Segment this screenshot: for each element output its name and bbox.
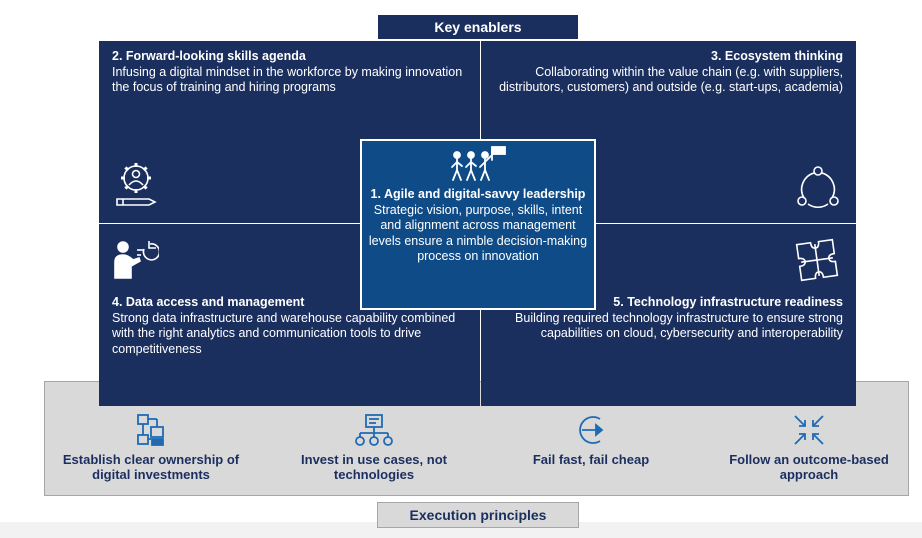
puzzle-icon <box>795 238 839 282</box>
ownership-flow-icon <box>137 414 164 446</box>
hierarchy-icon <box>355 414 393 446</box>
quadrant-description: Infusing a digital mindset in the workfo… <box>112 64 463 95</box>
quadrant-title: 3. Ecosystem thinking <box>711 49 843 63</box>
principle-use-cases: Invest in use cases, not technologies <box>274 413 474 482</box>
presenter-chart-icon <box>114 241 159 279</box>
principle-label: Follow an outcome-based approach <box>729 452 889 482</box>
principle-ownership: Establish clear ownership of digital inv… <box>51 413 251 482</box>
people-marching-icon <box>451 146 506 181</box>
center-title: 1. Agile and digital-savvy leadership <box>370 187 586 201</box>
footer-strip <box>0 522 922 538</box>
quadrant-description: Collaborating within the value chain (e.… <box>499 64 843 95</box>
quadrant-title: 4. Data access and management <box>112 295 305 309</box>
principle-label: Establish clear ownership of digital inv… <box>62 452 240 482</box>
quadrant-title: 5. Technology infrastructure readiness <box>613 295 843 309</box>
circle-arrow-icon <box>579 416 604 444</box>
center-description: Strategic vision, purpose, skills, inten… <box>368 202 588 264</box>
quadrant-title: 2. Forward-looking skills agenda <box>112 49 306 63</box>
execution-principles-label: Execution principles <box>377 502 579 528</box>
center-agile-leadership: 1. Agile and digital-savvy leadership St… <box>360 139 596 310</box>
key-enablers-label: Key enablers <box>377 14 579 40</box>
network-cycle-icon <box>797 166 839 208</box>
principle-fail-fast: Fail fast, fail cheap <box>491 413 691 467</box>
quadrant-description: Building required technology infrastruct… <box>515 310 843 341</box>
principle-label: Invest in use cases, not technologies <box>301 452 447 482</box>
principle-label: Fail fast, fail cheap <box>532 452 650 467</box>
person-gear-pencil-icon <box>116 163 157 206</box>
quadrant-description: Strong data infrastructure and warehouse… <box>112 310 456 356</box>
principle-outcome-based: Follow an outcome-based approach <box>709 413 909 482</box>
converge-arrows-icon <box>794 415 824 445</box>
